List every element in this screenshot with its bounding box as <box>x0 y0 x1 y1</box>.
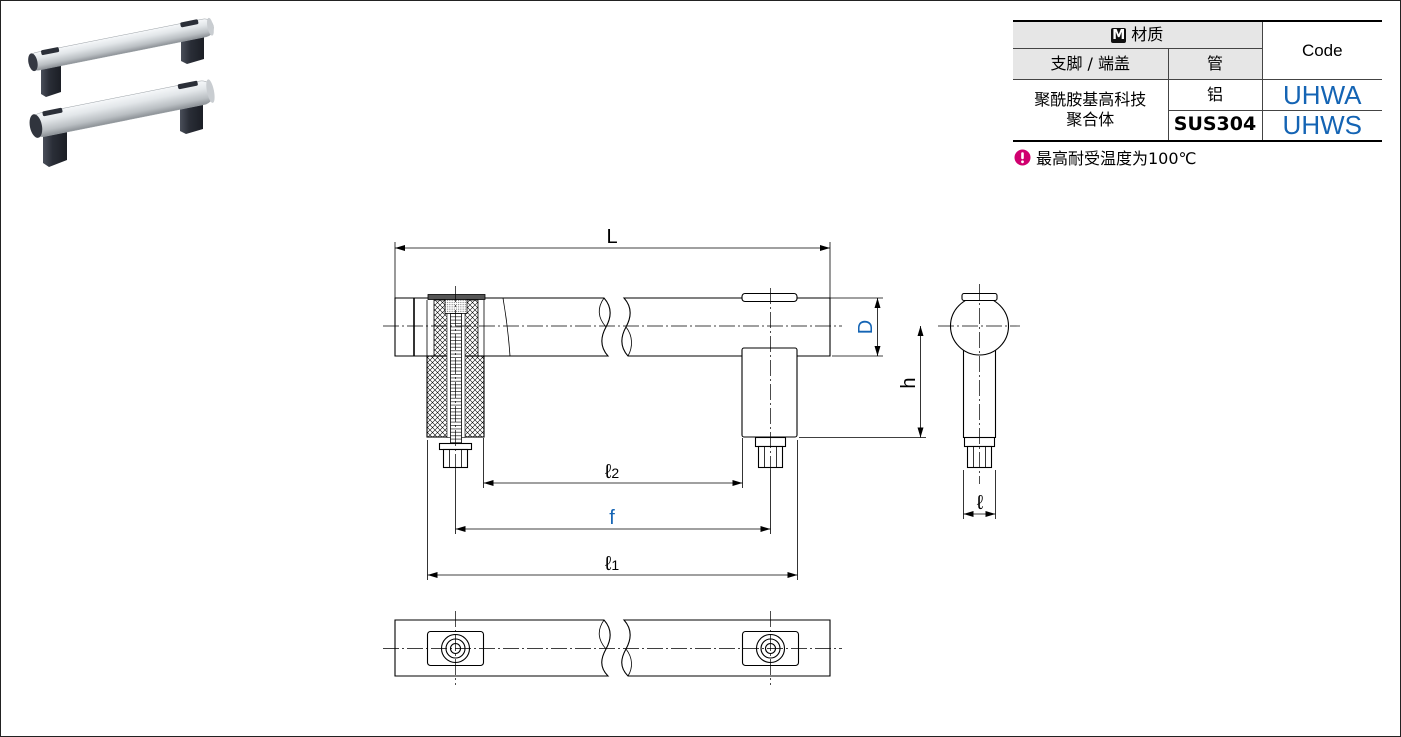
dimension-label-l2: ℓ2 <box>605 461 619 483</box>
bolt-head <box>444 299 468 314</box>
tube-break-line <box>598 297 607 328</box>
tube-break-line <box>598 619 607 650</box>
dimension-label-D: D <box>855 320 877 334</box>
tube-material-cell: SUS304 <box>1167 109 1263 142</box>
code-cell[interactable]: UHWS <box>1261 109 1383 142</box>
top-cap-photo <box>180 19 199 28</box>
material-header-cell: M 材质 <box>1013 20 1263 49</box>
top-cap <box>427 294 486 300</box>
dimension-label-h: h <box>898 377 920 388</box>
foot-material-line: 聚合体 <box>1066 109 1115 129</box>
side-view: ℓ <box>938 284 1020 519</box>
dimension-label-f: f <box>609 507 615 529</box>
front-view: L ℓ2 f ℓ1 D h <box>383 226 926 580</box>
tube-break-line <box>625 648 632 677</box>
tube-header: 管 <box>1167 47 1263 80</box>
top-cap-photo <box>42 107 63 117</box>
tube-right-segment <box>621 297 831 357</box>
end-cap-photo <box>29 114 43 138</box>
threaded-rod <box>450 313 462 444</box>
tube-material-cell: 铝 <box>1167 78 1263 111</box>
material-header: 材质 <box>1131 24 1164 44</box>
section-edge <box>502 297 511 357</box>
material-table: M 材质 Code 支脚 / 端盖 管 聚酰胺基高科技 聚合体 铝 UHWA S… <box>1013 20 1383 142</box>
end-cap-photo <box>28 53 38 72</box>
note-text: 最高耐受温度为100℃ <box>1036 149 1197 168</box>
top-cap-photo <box>177 80 198 90</box>
end-cap-photo <box>206 79 215 103</box>
dimension-label-l1: ℓ1 <box>605 553 619 575</box>
tube-break-line <box>625 326 632 357</box>
top-slot <box>741 292 798 303</box>
foot-header: 支脚 / 端盖 <box>1013 47 1169 80</box>
left-foot-section <box>426 294 486 469</box>
foot-material-cell: 聚酰胺基高科技 聚合体 <box>1013 78 1169 142</box>
end-cap-photo <box>206 17 214 36</box>
code-cell[interactable]: UHWA <box>1261 78 1383 111</box>
product-photo <box>28 17 215 167</box>
handle-photo-top <box>28 17 214 97</box>
material-icon: M <box>1111 27 1127 43</box>
code-header: Code <box>1261 20 1383 80</box>
top-cap-photo <box>41 47 60 56</box>
dimension-label-L: L <box>606 226 617 248</box>
foot-material-line: 聚酰胺基高科技 <box>1034 89 1147 109</box>
exclamation-circle-icon <box>1014 149 1031 165</box>
dimension-label-l: ℓ <box>977 492 984 514</box>
foot-body <box>741 347 798 438</box>
bottom-view <box>383 611 842 685</box>
temperature-note: 最高耐受温度为100℃ <box>1014 147 1197 168</box>
handle-photo-bottom <box>29 79 215 167</box>
